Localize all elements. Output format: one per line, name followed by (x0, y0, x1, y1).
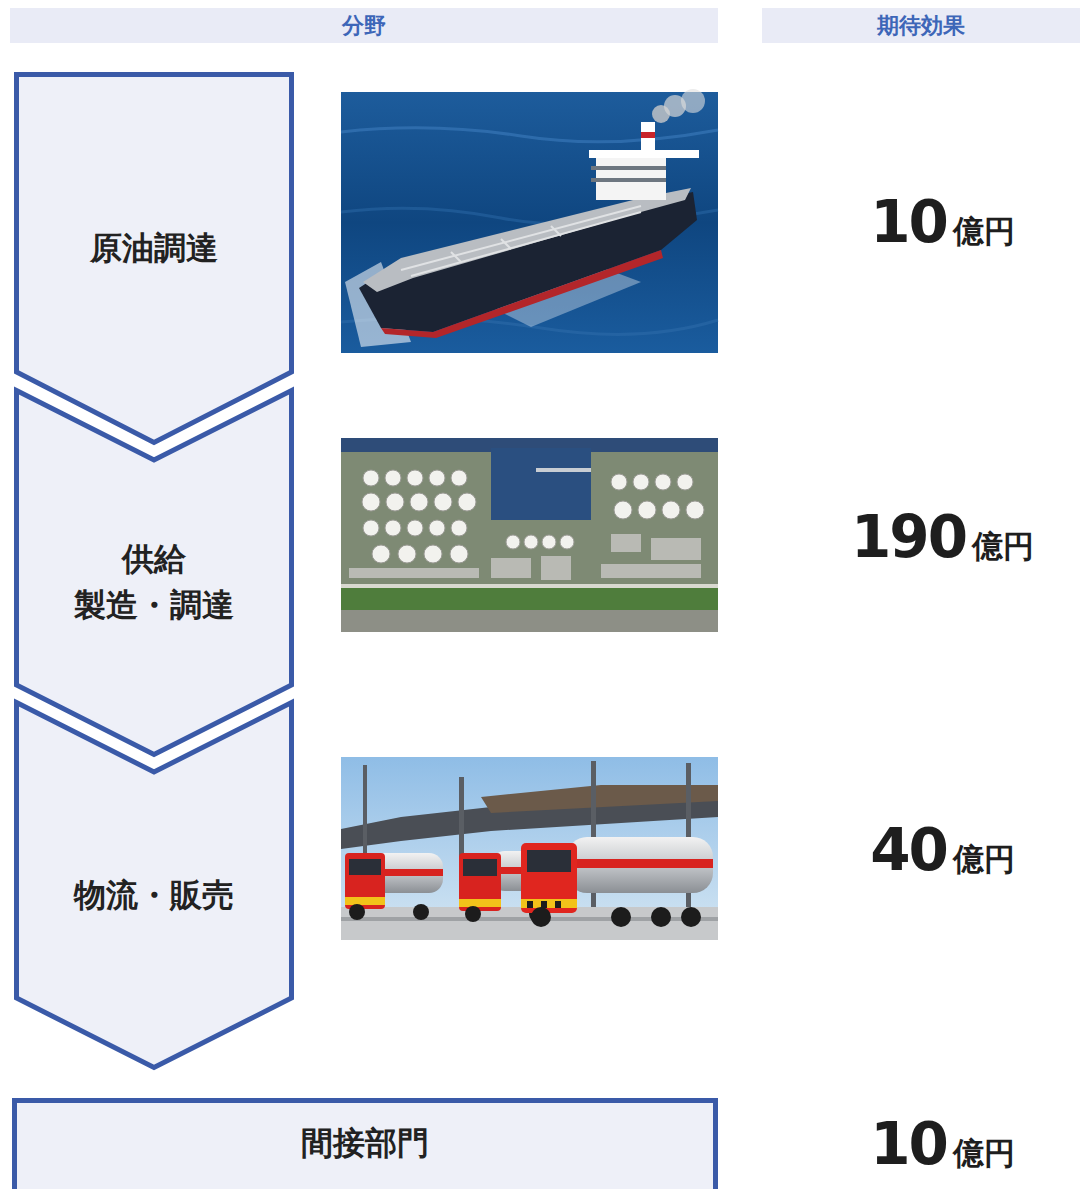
effect-value: 10億円 (820, 188, 1065, 260)
field-header-band: 分野 (10, 8, 718, 43)
effect-value: 40億円 (820, 816, 1065, 888)
amount-number: 10 (870, 1110, 947, 1178)
process-chevron: 原油調達 (14, 72, 294, 445)
effect-value: 10億円 (820, 1110, 1065, 1182)
process-chevron: 物流・販売 (14, 700, 294, 1070)
amount-unit: 億円 (972, 526, 1034, 568)
effect-value: 190億円 (820, 503, 1065, 575)
amount-number: 10 (870, 188, 947, 256)
node-label: 供給 (122, 536, 186, 582)
amount-unit: 億円 (953, 211, 1015, 253)
amount-unit: 億円 (953, 839, 1015, 881)
refinery-photo (341, 438, 718, 632)
support-box: 間接部門 (12, 1098, 718, 1189)
node-label: 製造・調達 (74, 582, 234, 628)
process-chevron: 供給製造・調達 (14, 388, 294, 757)
node-label: 物流・販売 (74, 872, 234, 918)
node-label: 原油調達 (90, 225, 218, 271)
node-label: 期待効果 (877, 11, 965, 41)
tanker-photo (341, 89, 718, 353)
amount-unit: 億円 (953, 1133, 1015, 1175)
amount-number: 190 (851, 503, 966, 571)
node-label: 分野 (342, 11, 386, 41)
amount-number: 40 (870, 816, 947, 884)
tanker-trucks-photo (341, 757, 718, 940)
effect-header-band: 期待効果 (762, 8, 1080, 43)
node-label: 間接部門 (301, 1120, 429, 1166)
